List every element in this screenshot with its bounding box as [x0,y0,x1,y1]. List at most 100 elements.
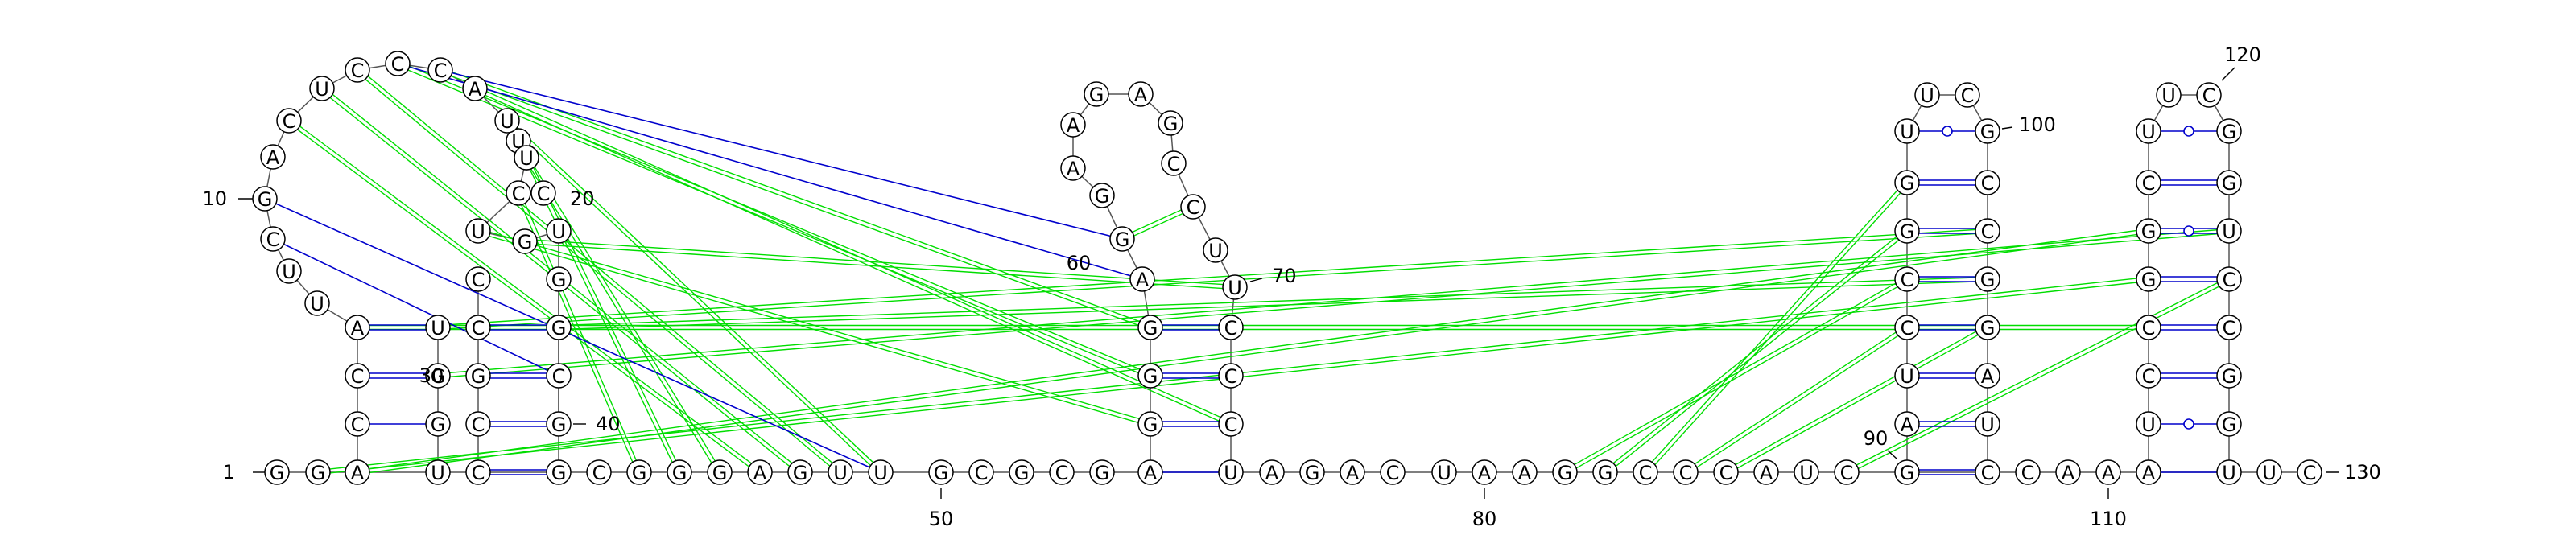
nucleotide-circle [1060,155,1086,181]
nucleotide-letter: A [1478,462,1492,484]
nucleotide: U [425,315,451,340]
nucleotide-circle [1914,82,1940,108]
nucleotide-letter: G [672,462,687,484]
nucleotide-letter: A [1136,269,1150,291]
nucleotide-letter: U [315,78,329,101]
nucleotide-letter: U [2222,462,2236,484]
nucleotide-circle [1753,459,1779,485]
nucleotide-letter: C [512,183,526,205]
nucleotide-letter: G [1980,269,1996,291]
nucleotide: U [1794,459,1819,485]
nucleotide-letter: G [2222,414,2237,436]
nucleotide: G [1894,170,1920,195]
nucleotide-letter: C [537,183,551,205]
nucleotide-letter: C [472,317,485,340]
nucleotide-circle [2216,218,2242,244]
nucleotide-letter: C [1386,462,1400,484]
wobble-pair-marker [2183,126,2194,137]
tertiary-interaction-line [1121,204,1193,238]
nucleotide-letter: A [1346,462,1360,484]
nucleotide: G [546,315,572,340]
nucleotide-circle [1060,112,1086,138]
tertiary-interaction-line [1563,277,1907,471]
nucleotide: A [345,315,370,340]
tertiary-interaction-line [438,232,2230,379]
nucleotide: C [1218,315,1244,340]
nucleotide: C [1834,459,1860,485]
nucleotide-circle [747,459,773,485]
nucleotide: G [1158,110,1183,136]
nucleotide-circle [2297,459,2322,485]
nucleotide: C [2136,363,2161,389]
nucleotide: G [1975,118,2000,144]
nucleotide-letter: G [1014,462,1030,484]
nucleotide: C [586,459,612,485]
nucleotide-letter: C [434,60,448,82]
wobble-pair-marker [2183,418,2194,430]
nucleotide-letter: C [391,53,405,76]
nucleotide-circle [928,459,954,485]
nucleotide-letter: U [2262,462,2277,484]
index-label: 10 [202,187,227,210]
nucleotide-letter: C [2142,317,2156,340]
nucleotide-circle [1512,459,1538,485]
nucleotide-letter: G [258,188,273,211]
nucleotide-circle [1894,218,1920,244]
nucleotide-circle [2196,82,2222,108]
nucleotide-circle [2136,118,2161,144]
nucleotide-letter: A [2102,462,2116,484]
nucleotide-circle [1894,266,1920,292]
nucleotide-circle [2216,170,2242,195]
nucleotide-letter: C [351,414,365,436]
nucleotide-letter: C [1719,462,1733,484]
nucleotide-letter: C [2021,462,2035,484]
nucleotide-circle [260,226,286,252]
nucleotide-letter: C [1840,462,1854,484]
nucleotide: G [1975,315,2000,340]
nucleotide: C [1673,459,1699,485]
nucleotide-letter: A [1067,158,1080,180]
tertiary-interaction-line [355,71,840,475]
nucleotide-letter: G [793,462,808,484]
nucleotide-letter: C [1981,172,1995,195]
nucleotide-circle [1158,110,1183,136]
nucleotide-circle [1299,459,1325,485]
nucleotide-circle [2136,266,2161,292]
nucleotide: U [2136,118,2161,144]
nucleotide-circle [2216,363,2242,389]
nucleotide-letter: A [2142,462,2156,484]
nucleotide: G [1109,226,1135,252]
nucleotide-letter: C [472,269,485,291]
nucleotide-letter: A [753,462,767,484]
nucleotide-letter: G [934,462,949,484]
nucleotide-letter: G [1089,84,1104,106]
nucleotide: G [1592,459,1618,485]
nucleotide-letter: G [1143,365,1158,388]
nucleotide-letter: G [551,414,567,436]
nucleotide-circle [626,459,652,485]
nucleotide-letter: U [1900,365,1914,388]
nucleotide-circle [546,459,572,485]
nucleotide-letter: U [471,220,485,243]
nucleotide-letter: U [1980,414,1995,436]
nucleotide: U [514,145,539,171]
nucleotide-circle [2136,411,2161,437]
nucleotide-circle [465,363,491,389]
nucleotide-letter: C [351,365,365,388]
nucleotide-letter: U [431,317,445,340]
nucleotide: C [2015,459,2041,485]
nucleotide-letter: U [1920,84,1934,107]
tertiary-interaction-line [357,228,2149,471]
nucleotide: G [2216,363,2242,389]
nucleotide-letter: G [632,462,647,484]
nucleotide: U [828,459,853,485]
nucleotide: A [1060,155,1086,181]
nucleotide-circle [968,459,994,485]
nucleotide-letter: G [2141,269,2157,291]
index-label: 130 [2344,461,2381,484]
nucleotide: G [1137,315,1163,340]
wobble-pair-marker [1942,126,1953,137]
nucleotide-circle [1137,363,1163,389]
nucleotide-letter: G [1163,113,1179,135]
